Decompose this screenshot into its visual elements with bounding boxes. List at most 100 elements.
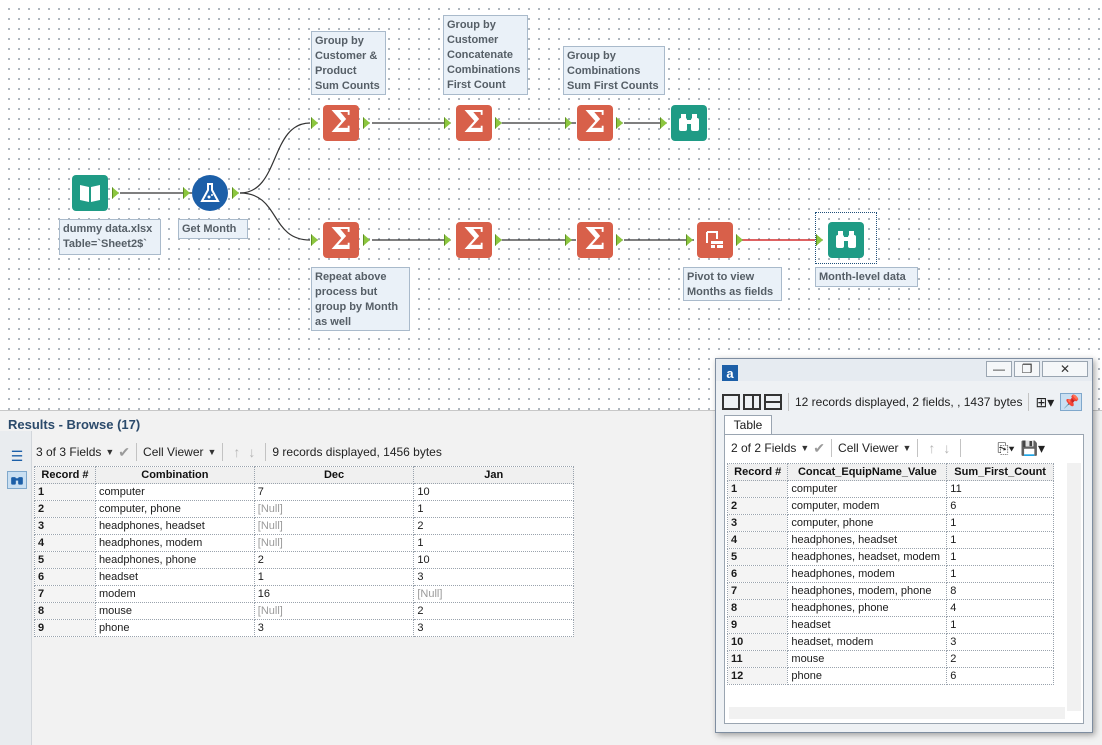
table-cell[interactable]: headphones, modem, phone <box>787 582 948 600</box>
table-cell[interactable]: 2 <box>413 602 574 620</box>
formula-tool-get-month[interactable] <box>192 175 228 211</box>
close-button[interactable]: ✕ <box>1042 361 1088 377</box>
binoculars-view-icon[interactable] <box>7 471 27 489</box>
record-number-cell[interactable]: 11 <box>726 650 789 668</box>
fields-dropdown[interactable]: 3 of 3 Fields ▼ <box>36 445 114 459</box>
record-number-cell[interactable]: 1 <box>726 480 789 498</box>
single-pane-icon[interactable] <box>722 394 740 410</box>
table-cell[interactable]: 3 <box>413 568 574 586</box>
input-data-tool[interactable] <box>72 175 108 211</box>
browse-tool-2[interactable] <box>828 222 864 258</box>
checkmark-icon[interactable]: ✔ <box>813 439 826 456</box>
record-number-cell[interactable]: 9 <box>726 616 789 634</box>
table-cell[interactable]: 1 <box>946 616 1054 634</box>
table-cell[interactable]: mouse <box>94 602 255 620</box>
table-cell[interactable]: headphones, headset <box>94 517 255 535</box>
table-cell[interactable]: 11 <box>946 480 1054 498</box>
arrow-down-icon[interactable]: ↓ <box>943 440 951 456</box>
table-cell[interactable]: 6 <box>946 667 1054 685</box>
save-icon[interactable]: 💾▾ <box>1020 439 1045 456</box>
column-header[interactable]: Sum_First_Count <box>946 463 1054 481</box>
column-header[interactable]: Record # <box>34 466 96 484</box>
table-cell[interactable]: headphones, headset <box>787 531 948 549</box>
minimize-button[interactable]: — <box>986 361 1012 377</box>
tab-table[interactable]: Table <box>724 415 772 435</box>
table-cell[interactable]: headphones, modem <box>94 534 255 552</box>
table-cell[interactable]: [Null] <box>253 500 415 518</box>
column-header[interactable]: Combination <box>94 466 255 484</box>
table-cell[interactable]: phone <box>94 619 255 637</box>
column-header[interactable]: Dec <box>253 466 415 484</box>
table-cell[interactable]: headphones, phone <box>787 599 948 617</box>
summarize-tool-2[interactable]: Σ <box>456 105 492 141</box>
summarize-tool-1[interactable]: Σ <box>323 105 359 141</box>
table-cell[interactable]: 1 <box>946 548 1054 566</box>
table-cell[interactable]: 3 <box>946 633 1054 651</box>
record-number-cell[interactable]: 8 <box>34 602 96 620</box>
fields-dropdown[interactable]: 2 of 2 Fields ▼ <box>731 441 809 455</box>
record-number-cell[interactable]: 5 <box>726 548 789 566</box>
table-cell[interactable]: 1 <box>413 534 574 552</box>
add-view-icon[interactable]: ⊞▾ <box>1035 393 1055 410</box>
split-horizontal-icon[interactable] <box>764 394 782 410</box>
table-cell[interactable]: headphones, phone <box>94 551 255 569</box>
list-view-icon[interactable]: ☰ <box>10 447 24 464</box>
cell-viewer-dropdown[interactable]: Cell Viewer ▼ <box>143 445 216 459</box>
cross-tab-tool[interactable] <box>697 222 733 258</box>
table-cell[interactable]: headphones, modem <box>787 565 948 583</box>
table-cell[interactable]: 8 <box>946 582 1054 600</box>
table-cell[interactable]: 3 <box>253 619 415 637</box>
record-number-cell[interactable]: 4 <box>34 534 96 552</box>
window-titlebar[interactable]: a — ❐ ✕ <box>716 359 1092 381</box>
record-number-cell[interactable]: 7 <box>34 585 96 603</box>
table-cell[interactable]: [Null] <box>413 585 574 603</box>
table-cell[interactable]: [Null] <box>253 517 415 535</box>
table-cell[interactable]: 16 <box>253 585 415 603</box>
split-vertical-icon[interactable] <box>743 394 761 410</box>
workflow-canvas[interactable]: Group by Customer & Product Sum Counts G… <box>0 0 1102 410</box>
table-cell[interactable]: 6 <box>946 497 1054 515</box>
table-cell[interactable]: headphones, headset, modem <box>787 548 948 566</box>
arrow-up-icon[interactable]: ↑ <box>233 444 241 460</box>
record-number-cell[interactable]: 9 <box>34 619 96 637</box>
table-cell[interactable]: [Null] <box>253 602 415 620</box>
table-cell[interactable]: modem <box>94 585 255 603</box>
table-cell[interactable]: 1 <box>946 514 1054 532</box>
column-header[interactable]: Concat_EquipName_Value <box>787 463 948 481</box>
record-number-cell[interactable]: 10 <box>726 633 789 651</box>
copy-icon[interactable]: ⎘▾ <box>997 439 1015 456</box>
record-number-cell[interactable]: 1 <box>34 483 96 501</box>
restore-button[interactable]: ❐ <box>1014 361 1040 377</box>
record-number-cell[interactable]: 6 <box>726 565 789 583</box>
table-cell[interactable]: 1 <box>946 565 1054 583</box>
table-cell[interactable]: headset <box>787 616 948 634</box>
table-cell[interactable]: headset, modem <box>787 633 948 651</box>
table-cell[interactable]: computer <box>787 480 948 498</box>
record-number-cell[interactable]: 5 <box>34 551 96 569</box>
summarize-tool-5[interactable]: Σ <box>456 222 492 258</box>
table-cell[interactable]: 4 <box>946 599 1054 617</box>
record-number-cell[interactable]: 3 <box>34 517 96 535</box>
arrow-up-icon[interactable]: ↑ <box>928 440 936 456</box>
table-cell[interactable]: 10 <box>413 483 574 501</box>
table-cell[interactable]: computer <box>94 483 255 501</box>
table-cell[interactable]: computer, phone <box>787 514 948 532</box>
record-number-cell[interactable]: 7 <box>726 582 789 600</box>
